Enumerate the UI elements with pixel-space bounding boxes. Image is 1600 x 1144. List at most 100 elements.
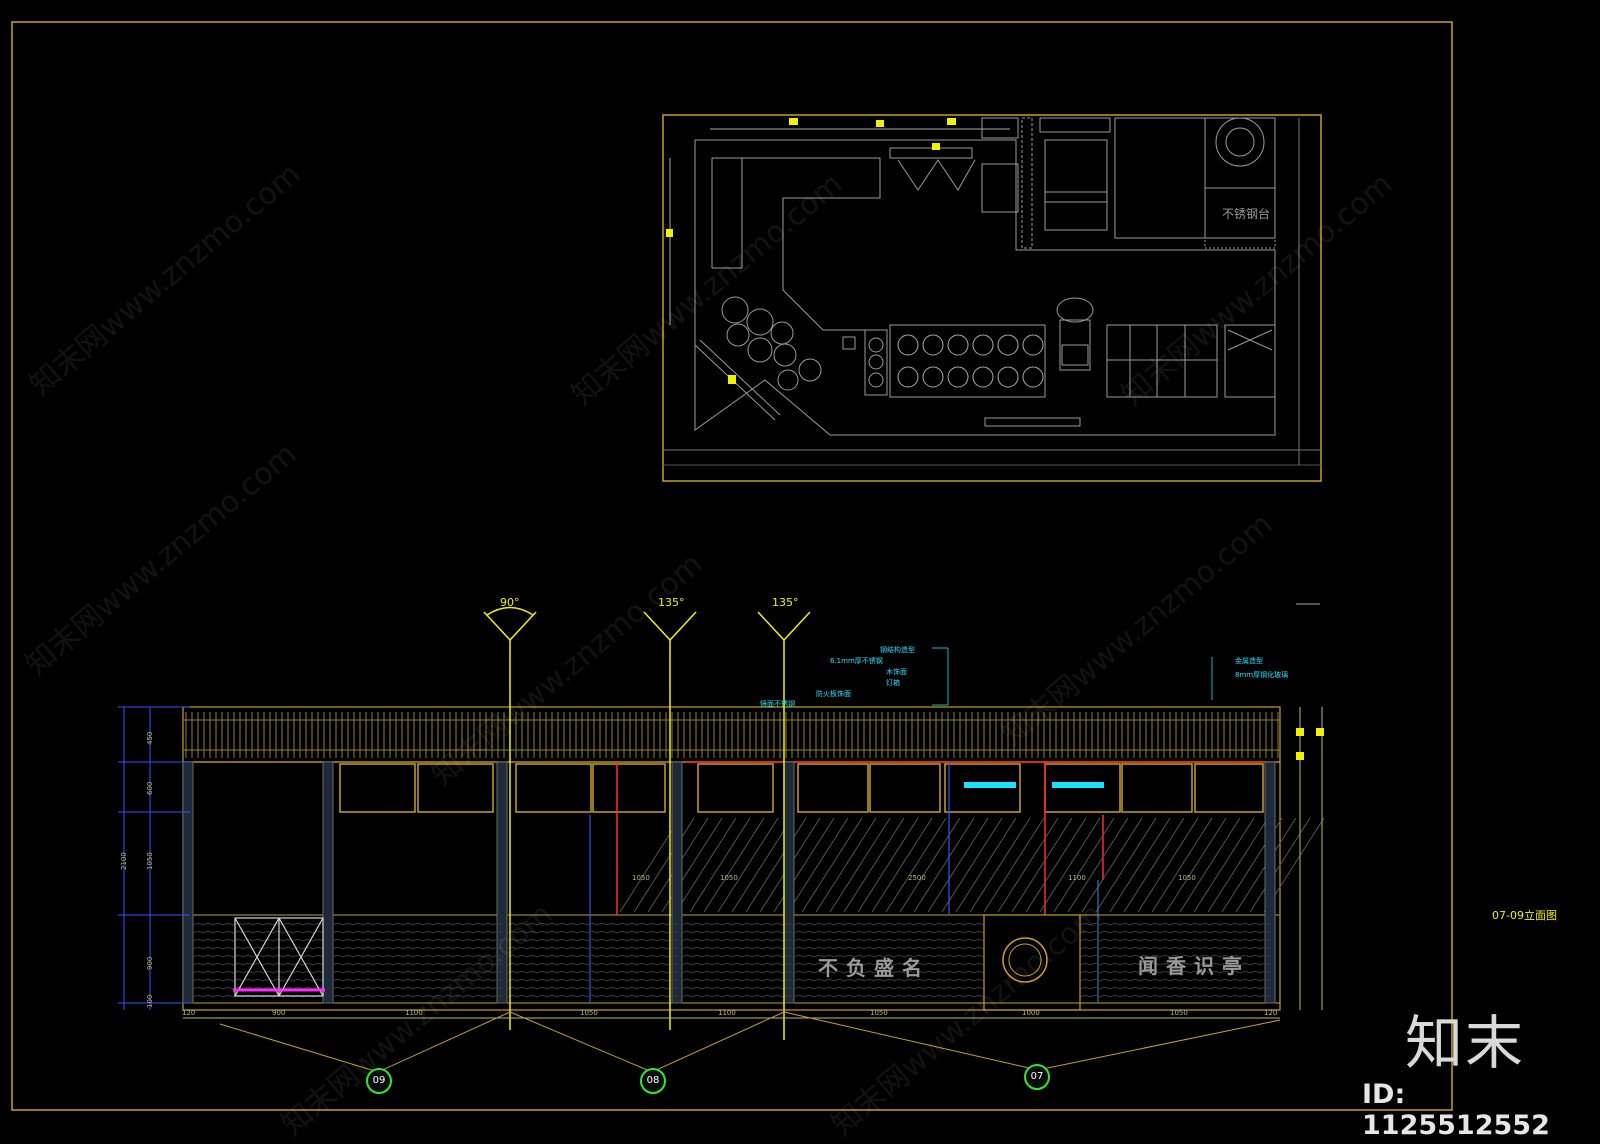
- wave-line: [681, 987, 793, 990]
- plan-wall-outline: [694, 139, 1276, 436]
- wave-line: [1079, 955, 1271, 958]
- hatch-line: [955, 817, 1017, 913]
- dimension-text: 1100: [718, 1009, 736, 1017]
- hatch-line: [1109, 817, 1171, 913]
- wave-line: [332, 955, 504, 958]
- hatch-line: [1067, 817, 1129, 913]
- dimension-text: 1050: [870, 1009, 888, 1017]
- glass-hatch: [619, 817, 1325, 913]
- wave-line: [332, 931, 504, 934]
- wave-line: [506, 923, 678, 926]
- wave-line: [192, 963, 324, 966]
- dimension-text: 900: [146, 956, 154, 970]
- callout-note: 钢结构造型: [880, 646, 915, 654]
- dimension-text: 1000: [1022, 1009, 1040, 1017]
- hatch-line: [1165, 817, 1227, 913]
- wave-pattern: [192, 923, 1271, 998]
- dimension-text: 450: [146, 731, 154, 745]
- plan-view: [662, 114, 1322, 482]
- hatch-line: [1053, 817, 1115, 913]
- hatch-line: [745, 817, 807, 913]
- wave-line: [681, 955, 793, 958]
- dimension-text: 1050: [632, 874, 650, 882]
- dimension-text: 900: [272, 1009, 286, 1017]
- plan-cup-grid: [897, 334, 1044, 388]
- hatch-line: [885, 817, 947, 913]
- dimension-text: 100: [146, 994, 154, 1008]
- image-id-text: ID: 1125512552: [1362, 1079, 1550, 1141]
- dimension-text: 1050: [580, 1009, 598, 1017]
- wave-line: [1079, 947, 1271, 950]
- hatch-line: [913, 817, 975, 913]
- wave-line: [681, 947, 793, 950]
- wave-line: [506, 995, 678, 998]
- slogan-right: 闻香识亭: [1138, 954, 1250, 978]
- wave-line: [1079, 987, 1271, 990]
- wave-line: [506, 931, 678, 934]
- hatch-line: [1207, 817, 1269, 913]
- callout-note: 金属造型: [1235, 657, 1263, 665]
- wave-line: [332, 947, 504, 950]
- wave-line: [1079, 931, 1271, 934]
- callout-note: 木饰面: [886, 668, 907, 676]
- hatch-line: [703, 817, 765, 913]
- angle-label: 90°: [500, 596, 520, 609]
- angle-label: 135°: [658, 596, 685, 609]
- hatch-line: [787, 817, 849, 913]
- hatch-line: [857, 817, 919, 913]
- wave-line: [506, 987, 678, 990]
- wave-line: [793, 955, 985, 958]
- wave-line: [332, 987, 504, 990]
- elevation-upper-windows: [339, 763, 1264, 813]
- wave-line: [1079, 939, 1271, 942]
- hatch-line: [983, 817, 1045, 913]
- callout-note: 6.1mm厚不锈钢: [830, 657, 883, 665]
- view-marker: 09: [366, 1068, 392, 1094]
- hatch-line: [1151, 817, 1213, 913]
- wave-line: [192, 923, 324, 926]
- wave-line: [681, 923, 793, 926]
- view-pointers: [483, 606, 811, 1040]
- hatch-line: [1179, 817, 1241, 913]
- brand-logo-text: 知末: [1405, 1009, 1526, 1077]
- wave-line: [681, 971, 793, 974]
- hatch-line: [689, 817, 751, 913]
- hatch-line: [927, 817, 989, 913]
- callout-note: 镜面不锈钢: [760, 700, 795, 708]
- hatch-line: [675, 817, 737, 913]
- wave-line: [506, 971, 678, 974]
- wave-line: [1079, 995, 1271, 998]
- dimension-text: 1050: [146, 852, 154, 870]
- hatch-line: [801, 817, 863, 913]
- dimension-text: 1050: [1170, 1009, 1188, 1017]
- hatch-line: [969, 817, 1031, 913]
- callout-note: 防火板饰面: [816, 690, 851, 698]
- hatch-line: [941, 817, 1003, 913]
- wave-line: [332, 923, 504, 926]
- wave-line: [793, 923, 985, 926]
- elevation-view: [118, 603, 1325, 1073]
- hatch-line: [997, 817, 1059, 913]
- wave-line: [681, 995, 793, 998]
- hatch-line: [871, 817, 933, 913]
- wave-line: [793, 947, 985, 950]
- dimension-text: 600: [146, 781, 154, 795]
- wave-line: [506, 963, 678, 966]
- wave-line: [192, 971, 324, 974]
- wave-line: [1079, 971, 1271, 974]
- view-marker: 08: [640, 1068, 666, 1094]
- hatch-line: [1123, 817, 1185, 913]
- wave-line: [681, 963, 793, 966]
- dimension-text: 1100: [405, 1009, 423, 1017]
- wave-line: [332, 979, 504, 982]
- hatch-line: [1137, 817, 1199, 913]
- wave-line: [506, 947, 678, 950]
- dimension-text: 2100: [120, 852, 128, 870]
- wave-line: [192, 931, 324, 934]
- wave-line: [681, 979, 793, 982]
- wave-line: [1079, 923, 1271, 926]
- dimension-text: 120: [1264, 1009, 1278, 1017]
- dimension-text: 1050: [720, 874, 738, 882]
